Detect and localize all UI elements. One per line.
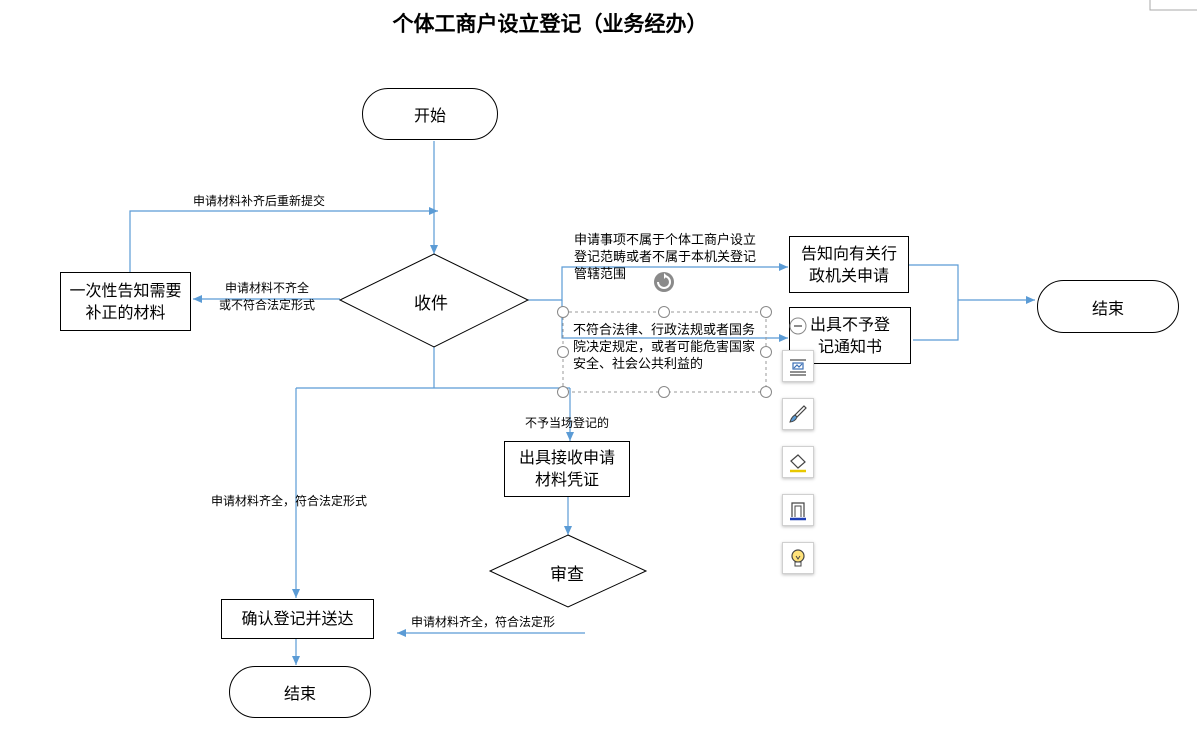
receive-diamond [338,253,530,348]
layout-options-icon [790,359,806,376]
notify-supplement-label: 一次性告知需要补正的材料 [69,280,182,322]
resize-handle-top-left[interactable] [557,306,569,318]
minimize-handle[interactable] [789,317,807,335]
lightbulb-icon [791,549,805,567]
receipt-label: 出具接收申请材料凭证 [519,448,616,489]
incomplete-label-1: 申请材料不齐全 [225,281,310,295]
receive-label: 收件 [414,294,448,314]
lightbulb-button[interactable] [782,542,814,574]
start-label: 开始 [413,106,446,125]
confirm-box[interactable]: 确认登记并送达 [221,599,374,639]
end-node-right[interactable]: 结束 [1037,280,1179,333]
resize-handle-bottom-right[interactable] [760,386,772,398]
brush-icon [789,405,807,423]
resubmit-label: 申请材料补齐后重新提交 [193,194,326,208]
resize-handle-bottom-middle[interactable] [658,386,670,398]
review-diamond [488,534,648,608]
illegal-label[interactable]: 不符合法律、行政法规或者国务院决定规定，或者可能危害国家安全、社会公共利益的 [573,323,756,372]
inform-other-label: 告知向有关行政机关申请 [800,243,897,285]
end-label-right: 结束 [1091,298,1124,318]
receipt-box[interactable]: 出具接收申请材料凭证 [504,441,630,497]
end-label-bottom: 结束 [283,684,316,703]
start-node[interactable]: 开始 [362,88,498,140]
minus-circle-icon [789,317,807,335]
notify-supplement-box[interactable]: 一次性告知需要补正的材料 [60,272,191,331]
resize-handle-middle-left[interactable] [557,346,569,358]
page-title: 个体工商户设立登记（业务经办） [392,11,708,36]
inform-other-box[interactable]: 告知向有关行政机关申请 [789,236,909,293]
resize-handle-top-middle[interactable] [658,306,670,318]
complete-left-label: 申请材料齐全，符合法定形式 [211,494,368,508]
end-node-bottom[interactable]: 结束 [229,666,371,718]
incomplete-label-2: 或不符合法定形式 [219,298,316,312]
fill-icon [790,454,806,473]
resize-handle-top-right[interactable] [760,306,772,318]
brush-button[interactable] [782,398,814,430]
outline-icon [790,502,806,521]
fill-button[interactable] [782,446,814,478]
resize-handle-middle-right[interactable] [760,346,772,358]
outline-button[interactable] [782,494,814,526]
layout-options-button[interactable] [782,350,814,382]
complete-review-label: 申请材料齐全，符合法定形 [411,615,556,629]
out-of-scope-label: 申请事项不属于个体工商户设立登记范畴或者不属于本机关登记管辖范围 [574,233,757,282]
review-label: 审查 [550,565,584,585]
rotate-icon [654,272,674,292]
resize-handle-bottom-left[interactable] [557,386,569,398]
confirm-label: 确认登记并送达 [241,609,354,628]
not-register-label: 出具不予登记通知书 [809,314,890,356]
not-onsite-label: 不予当场登记的 [525,416,610,430]
rotate-handle[interactable] [653,271,675,293]
